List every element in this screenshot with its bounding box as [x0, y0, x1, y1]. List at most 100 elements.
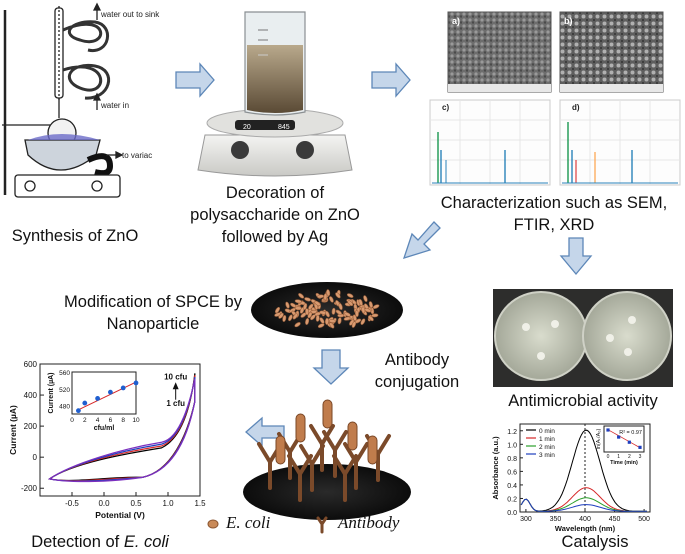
nanoparticle [288, 314, 293, 322]
cv-y-tick-label: -200 [21, 484, 38, 493]
nanoparticle [337, 317, 342, 325]
nanoparticle [344, 312, 351, 317]
inset-y-tick-label: 520 [59, 387, 70, 394]
ecoli-cell [322, 399, 333, 429]
inset-y-tick-label: 560 [59, 370, 70, 377]
uv-y-tick-label: 0.6 [507, 469, 517, 476]
nanoparticle [303, 303, 308, 310]
nanoparticle [315, 314, 320, 322]
caption-catalysis: Catalysis [561, 533, 629, 551]
kinetics-x-tick-label: 0 [607, 454, 610, 460]
nanoparticle [358, 299, 363, 306]
caption-synthesis: Synthesis of ZnO [11, 227, 139, 245]
nanoparticle [310, 314, 316, 321]
arrow-characterization-to-modification [402, 221, 441, 259]
nanoparticle [304, 297, 311, 302]
kinetics-y-axis-label: ln(Aₜ/A₀) [596, 428, 602, 449]
uv-legend-label: 1 min [539, 436, 555, 443]
antibody [287, 454, 313, 502]
caption-decoration-2: polysaccharide on ZnO [190, 206, 360, 224]
kinetics-x-tick-label: 3 [639, 454, 642, 460]
nanoparticle [294, 299, 302, 304]
caption-detection: Detection of E. coli [0, 532, 200, 552]
antibody [309, 424, 335, 472]
nanoparticle [354, 310, 359, 317]
cv-x-tick-label: 1.5 [194, 499, 206, 508]
nanoparticle [282, 315, 287, 322]
nanoparticle [314, 300, 321, 306]
nanoparticle [347, 300, 354, 307]
nanoparticle [326, 289, 331, 297]
caption-characterization-1: Characterization such as SEM, [440, 194, 668, 212]
cv-x-tick-label: 1.0 [162, 499, 174, 508]
cv-annotation-low: 1 cfu [166, 399, 185, 408]
uv-legend-label: 0 min [539, 428, 555, 435]
nanoparticle [317, 294, 324, 299]
uv-legend-label: 2 min [539, 444, 555, 451]
water-in-label: water in [100, 101, 129, 110]
arrow-characterization-to-antimicrobial [559, 237, 593, 276]
kinetics-fit-line [607, 429, 641, 449]
nanoparticle [343, 316, 351, 321]
uv-y-tick-label: 0.2 [507, 496, 517, 503]
kinetics-x-tick-label: 2 [628, 454, 631, 460]
uv-y-tick-label: 1.0 [507, 442, 517, 449]
kinetics-x-axis-label: Time (min) [610, 460, 638, 466]
caption-detection-italic: E. coli [123, 533, 169, 551]
uv-x-tick-label: 300 [520, 516, 532, 523]
uv-series-line [520, 498, 647, 512]
nanoparticle [325, 310, 330, 318]
nanoparticle [346, 293, 354, 298]
inset-x-axis-label: cfu/ml [94, 425, 115, 432]
uv-y-tick-label: 0.8 [507, 456, 517, 463]
inset-point [76, 408, 81, 414]
sem-a-label: a) [452, 16, 460, 26]
kinetics-point [606, 428, 610, 432]
ecoli-cell [295, 413, 306, 443]
eds-spectrum-d [559, 99, 681, 186]
ecoli-legend-icon [207, 519, 219, 529]
eds-spectrum-c [429, 99, 551, 186]
eds-d-label: d) [572, 103, 580, 112]
cv-curve [48, 378, 196, 483]
nanoparticle [317, 323, 325, 328]
water-out-label: water out to sink [100, 10, 160, 19]
inset-y-axis-label: Current (µA) [48, 373, 55, 414]
inset-x-tick-label: 2 [83, 417, 87, 424]
arrow-decoration-to-characterization [371, 62, 411, 98]
legend-antibody-label: Antibody [338, 513, 400, 532]
caption-characterization-2: FTIR, XRD [513, 216, 595, 234]
nanoparticle [298, 293, 305, 299]
inset-point [120, 385, 126, 391]
uv-y-tick-label: 0.0 [507, 510, 517, 517]
ecoli-cell [347, 421, 358, 451]
nanoparticle [292, 313, 298, 320]
kinetics-point [617, 435, 621, 439]
sem-image-b [559, 11, 664, 93]
inset-x-tick-label: 8 [121, 417, 125, 424]
cv-x-tick-label: -0.5 [65, 499, 79, 508]
uv-x-tick-label: 450 [609, 516, 621, 523]
inset-x-tick-label: 6 [109, 417, 113, 424]
cv-x-axis-label: Potential (V) [95, 510, 145, 520]
caption-antimicrobial: Antimicrobial activity [508, 392, 658, 410]
nanoparticle [372, 304, 380, 309]
nanoparticle [368, 301, 373, 309]
inset-x-tick-label: 10 [132, 417, 140, 424]
cv-x-tick-label: 0.5 [130, 499, 142, 508]
nanoparticle [305, 318, 310, 325]
caption-modification-2: Nanoparticle [106, 315, 200, 333]
ecoli-cell [275, 435, 286, 465]
caption-detection-prefix: Detection of [31, 533, 124, 551]
arrow-synthesis-to-decoration [175, 62, 215, 98]
cv-x-tick-label: 0.0 [98, 499, 110, 508]
uv-y-axis-label: Absorbance (a.u.) [491, 436, 500, 500]
sem-b-label: b) [564, 16, 573, 26]
uv-x-tick-label: 350 [550, 516, 562, 523]
inset-plot-area [71, 371, 137, 415]
nanoparticle [329, 322, 335, 329]
antibody-legend-icon [316, 516, 328, 534]
